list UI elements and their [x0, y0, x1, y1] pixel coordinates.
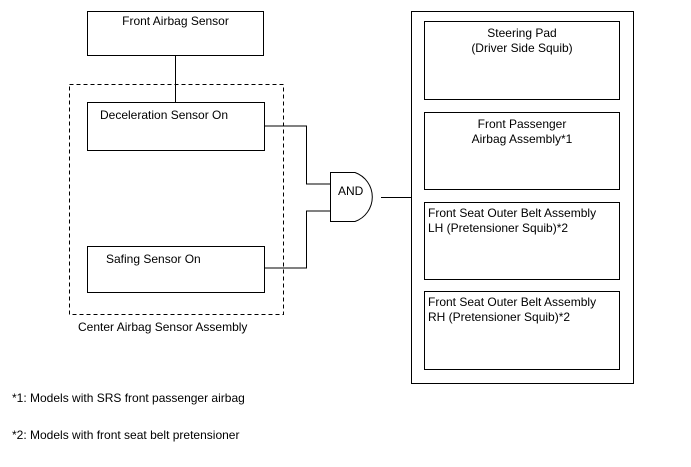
safing-sensor-label: Safing Sensor On [106, 252, 201, 266]
and-gate-shape [330, 172, 373, 222]
output-rh-pretensioner: Front Seat Outer Belt Assembly RH (Prete… [424, 291, 620, 370]
center-assembly-boundary [69, 84, 284, 315]
output-lh-line2: LH (Pretensioner Squib)*2 [428, 221, 569, 235]
safing-sensor-box: Safing Sensor On [87, 246, 265, 293]
output-rh-line2: RH (Pretensioner Squib)*2 [428, 310, 571, 324]
output-rh-line1: Front Seat Outer Belt Assembly [428, 295, 597, 309]
footnote-1: *1: Models with SRS front passenger airb… [12, 391, 245, 405]
front-airbag-sensor-box: Front Airbag Sensor [87, 11, 264, 56]
output-front-passenger-line1: Front Passenger [477, 117, 567, 131]
output-front-passenger-airbag: Front Passenger Airbag Assembly*1 [424, 112, 620, 190]
front-airbag-sensor-label: Front Airbag Sensor [122, 14, 229, 28]
deceleration-sensor-box: Deceleration Sensor On [87, 102, 265, 151]
output-steering-pad-line2: (Driver Side Squib) [471, 41, 573, 55]
deceleration-sensor-label: Deceleration Sensor On [100, 108, 229, 122]
output-front-passenger-line2: Airbag Assembly*1 [471, 132, 573, 146]
wire-safing-to-gate [265, 210, 330, 269]
output-steering-pad: Steering Pad (Driver Side Squib) [424, 21, 620, 100]
footnote-2: *2: Models with front seat belt pretensi… [12, 428, 240, 442]
and-gate-label: AND [338, 184, 364, 198]
center-assembly-caption: Center Airbag Sensor Assembly [78, 320, 248, 334]
wire-decel-to-gate [265, 125, 330, 185]
output-steering-pad-line1: Steering Pad [487, 26, 557, 40]
output-lh-pretensioner: Front Seat Outer Belt Assembly LH (Prete… [424, 202, 620, 280]
output-lh-line1: Front Seat Outer Belt Assembly [428, 206, 597, 220]
